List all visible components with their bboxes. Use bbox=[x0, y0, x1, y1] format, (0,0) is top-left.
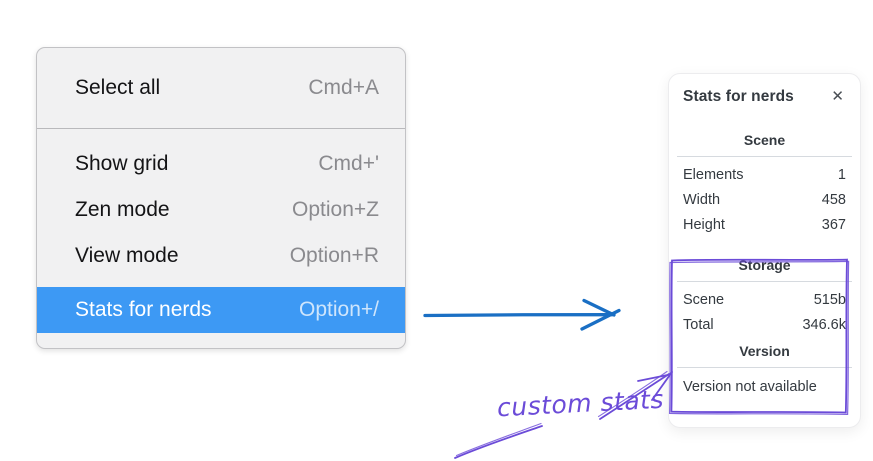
divider bbox=[677, 281, 852, 282]
menu-item-label: Show grid bbox=[75, 152, 169, 175]
stat-row-width: Width 458 bbox=[683, 187, 846, 212]
stat-value: 1 bbox=[837, 166, 846, 183]
stat-label: Total bbox=[683, 316, 714, 333]
menu-item-label: Select all bbox=[75, 76, 161, 99]
menu-item-shortcut: Cmd+A bbox=[308, 76, 379, 99]
menu-section-top: Select all Cmd+A bbox=[37, 48, 405, 129]
stat-value: 346.6k bbox=[802, 316, 846, 333]
section-heading: Storage bbox=[738, 257, 791, 273]
menu-item-shortcut: Option+Z bbox=[292, 198, 379, 221]
stat-label: Scene bbox=[683, 291, 725, 308]
stat-value: 458 bbox=[821, 191, 846, 208]
divider bbox=[677, 367, 852, 368]
menu-item-shortcut: Cmd+' bbox=[318, 152, 379, 175]
menu-item-shortcut: Option+R bbox=[289, 244, 379, 267]
menu-item-zen-mode[interactable]: Zen mode Option+Z bbox=[37, 187, 405, 233]
stat-label: Width bbox=[683, 191, 721, 208]
stat-row-total-size: Total 346.6k bbox=[683, 312, 846, 337]
right-arrow-icon bbox=[423, 298, 621, 331]
divider bbox=[677, 156, 852, 157]
menu-item-label: Stats for nerds bbox=[75, 298, 212, 321]
stat-row-height: Height 367 bbox=[683, 212, 846, 237]
stat-row-scene-size: Scene 515b bbox=[683, 287, 846, 312]
stats-section-version: Version Version not available bbox=[677, 343, 852, 395]
close-icon[interactable]: ✕ bbox=[831, 88, 844, 105]
menu-item-label: View mode bbox=[75, 244, 179, 267]
menu-item-shortcut: Option+/ bbox=[299, 298, 379, 321]
menu-item-view-mode[interactable]: View mode Option+R bbox=[37, 233, 405, 279]
stats-section-scene: Scene Elements 1 Width 458 Height 367 bbox=[677, 132, 852, 237]
annotation-label: custom stats bbox=[496, 384, 665, 423]
stats-panel: Stats for nerds ✕ Scene Elements 1 Width… bbox=[668, 73, 861, 428]
stat-value: 367 bbox=[821, 216, 846, 233]
stat-label: Height bbox=[683, 216, 725, 233]
stats-panel-title: Stats for nerds bbox=[683, 87, 794, 105]
section-heading: Version bbox=[739, 343, 790, 359]
context-menu: Select all Cmd+A Show grid Cmd+' Zen mod… bbox=[36, 47, 406, 349]
section-heading: Scene bbox=[743, 132, 786, 148]
stat-label: Elements bbox=[683, 166, 744, 183]
stats-section-storage: Storage Scene 515b Total 346.6k bbox=[677, 257, 852, 337]
menu-item-select-all[interactable]: Select all Cmd+A bbox=[37, 65, 405, 111]
stats-panel-header: Stats for nerds ✕ bbox=[683, 87, 846, 106]
menu-item-label: Zen mode bbox=[75, 198, 170, 221]
stat-row-elements: Elements 1 bbox=[683, 162, 846, 187]
menu-item-show-grid[interactable]: Show grid Cmd+' bbox=[37, 141, 405, 187]
menu-section-bottom: Show grid Cmd+' Zen mode Option+Z View m… bbox=[37, 129, 405, 348]
stat-value: 515b bbox=[813, 291, 846, 308]
version-note: Version not available bbox=[683, 379, 817, 395]
menu-item-stats-for-nerds[interactable]: Stats for nerds Option+/ bbox=[37, 287, 405, 333]
